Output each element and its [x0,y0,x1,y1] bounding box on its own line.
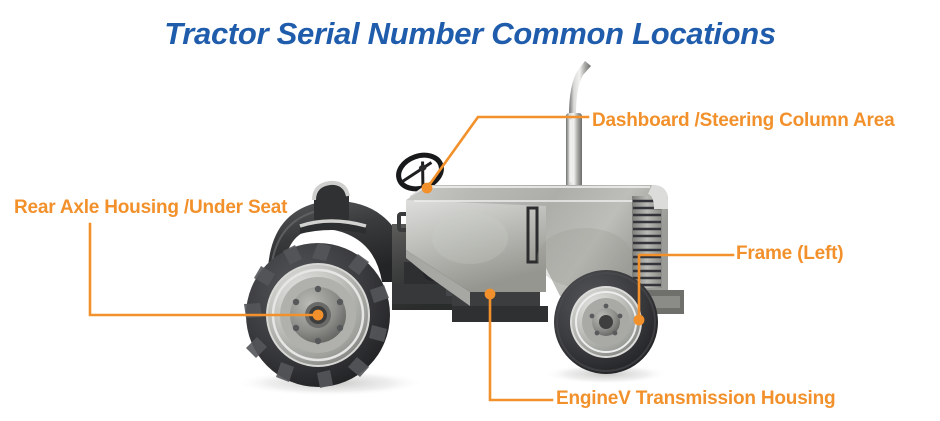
page-title: Tractor Serial Number Common Locations [164,16,776,51]
rear-wheel [244,243,390,388]
front-wheel [554,270,658,374]
rear-fender [268,201,394,282]
callout-label-engine-transmission[interactable]: EngineV Transmission Housing [556,388,836,409]
exhaust-stack [566,61,591,196]
callout-label-frame[interactable]: Frame (Left) [736,243,844,264]
callout-label-dashboard[interactable]: Dashboard /Steering Column Area [592,110,895,131]
callout-label-rear-axle[interactable]: Rear Axle Housing /Under Seat [14,197,288,218]
